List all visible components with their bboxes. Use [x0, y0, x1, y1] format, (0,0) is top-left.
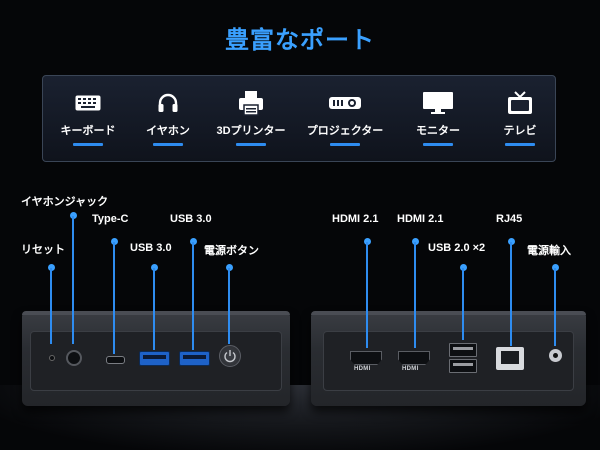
- usb2-port-1: [449, 343, 477, 357]
- rj45-port: [496, 347, 524, 370]
- lead-line: [153, 268, 155, 350]
- lead-line: [414, 242, 416, 348]
- device-underline: [153, 143, 183, 146]
- hdmi-port-1: [350, 351, 382, 365]
- device-projector: プロジェクター: [300, 88, 390, 146]
- device-headphones: イヤホン: [123, 88, 213, 146]
- device-label: テレビ: [503, 125, 537, 137]
- device-label: イヤホン: [146, 125, 190, 137]
- lead-dot: [226, 264, 233, 271]
- audio-jack: [66, 350, 82, 366]
- monitor-icon: [393, 88, 483, 118]
- device-underline: [330, 143, 360, 146]
- port-label-reset: リセット: [21, 244, 65, 256]
- rear-panel: [311, 311, 586, 406]
- usb3-port-1: [139, 351, 170, 366]
- hdmi-port-2: [398, 351, 430, 365]
- projector-icon: [300, 88, 390, 118]
- lead-line: [510, 242, 512, 346]
- device-underline: [236, 143, 266, 146]
- device-3d-printer: 3Dプリンター: [206, 88, 296, 146]
- device-label: モニター: [416, 125, 460, 137]
- lead-dot: [460, 264, 467, 271]
- port-label-hdmi-2: HDMI 2.1: [397, 213, 444, 225]
- port-label-rj45: RJ45: [496, 213, 523, 225]
- port-label-hdmi-1: HDMI 2.1: [332, 213, 379, 225]
- port-label-earphone-jack: イヤホンジャック: [21, 196, 109, 208]
- port-label-type-c: Type-C: [92, 213, 129, 225]
- port-label-power-input: 電源輸入: [527, 245, 571, 257]
- lead-line: [72, 216, 74, 344]
- port-label-usb2: USB 2.0 ×2: [428, 242, 486, 254]
- headphones-icon: [123, 88, 213, 118]
- usb2-port-2: [449, 359, 477, 373]
- reset-hole: [49, 355, 55, 361]
- keyboard-icon: [43, 88, 133, 118]
- tv-icon: [475, 88, 565, 118]
- device-monitor: モニター: [393, 88, 483, 146]
- lead-line: [50, 268, 52, 344]
- lead-line: [192, 242, 194, 350]
- device-bar: キーボード イヤホン 3Dプリンター プロジェクター: [42, 75, 556, 162]
- dc-power-input: [549, 349, 562, 362]
- device-label: 3Dプリンター: [216, 125, 286, 137]
- device-tv: テレビ: [475, 88, 565, 146]
- device-label: プロジェクター: [306, 125, 384, 137]
- lead-dot: [508, 238, 515, 245]
- port-label-usb3-2: USB 3.0: [170, 213, 212, 225]
- lead-dot: [552, 264, 559, 271]
- type-c-port: [106, 356, 125, 364]
- lead-dot: [151, 264, 158, 271]
- lead-dot: [111, 238, 118, 245]
- lead-line: [554, 268, 556, 346]
- port-label-usb3-1: USB 3.0: [130, 242, 172, 254]
- power-button: [219, 345, 241, 367]
- device-keyboard: キーボード: [43, 88, 133, 146]
- power-icon: [224, 350, 236, 363]
- 3d-printer-icon: [206, 88, 296, 118]
- port-label-power-button: 電源ボタン: [204, 245, 259, 257]
- device-underline: [505, 143, 535, 146]
- page-title: 豊富なポート: [225, 27, 375, 54]
- lead-dot: [190, 238, 197, 245]
- lead-dot: [70, 212, 77, 219]
- lead-line: [462, 268, 464, 340]
- lead-dot: [412, 238, 419, 245]
- lead-line: [113, 242, 115, 354]
- device-underline: [423, 143, 453, 146]
- lead-line: [228, 268, 230, 344]
- hdmi-logo-1: HDMI: [354, 366, 371, 372]
- lead-dot: [364, 238, 371, 245]
- device-underline: [73, 143, 103, 146]
- hdmi-logo-2: HDMI: [402, 366, 419, 372]
- lead-dot: [48, 264, 55, 271]
- lead-line: [366, 242, 368, 348]
- device-label: キーボード: [60, 125, 116, 137]
- usb3-port-2: [179, 351, 210, 366]
